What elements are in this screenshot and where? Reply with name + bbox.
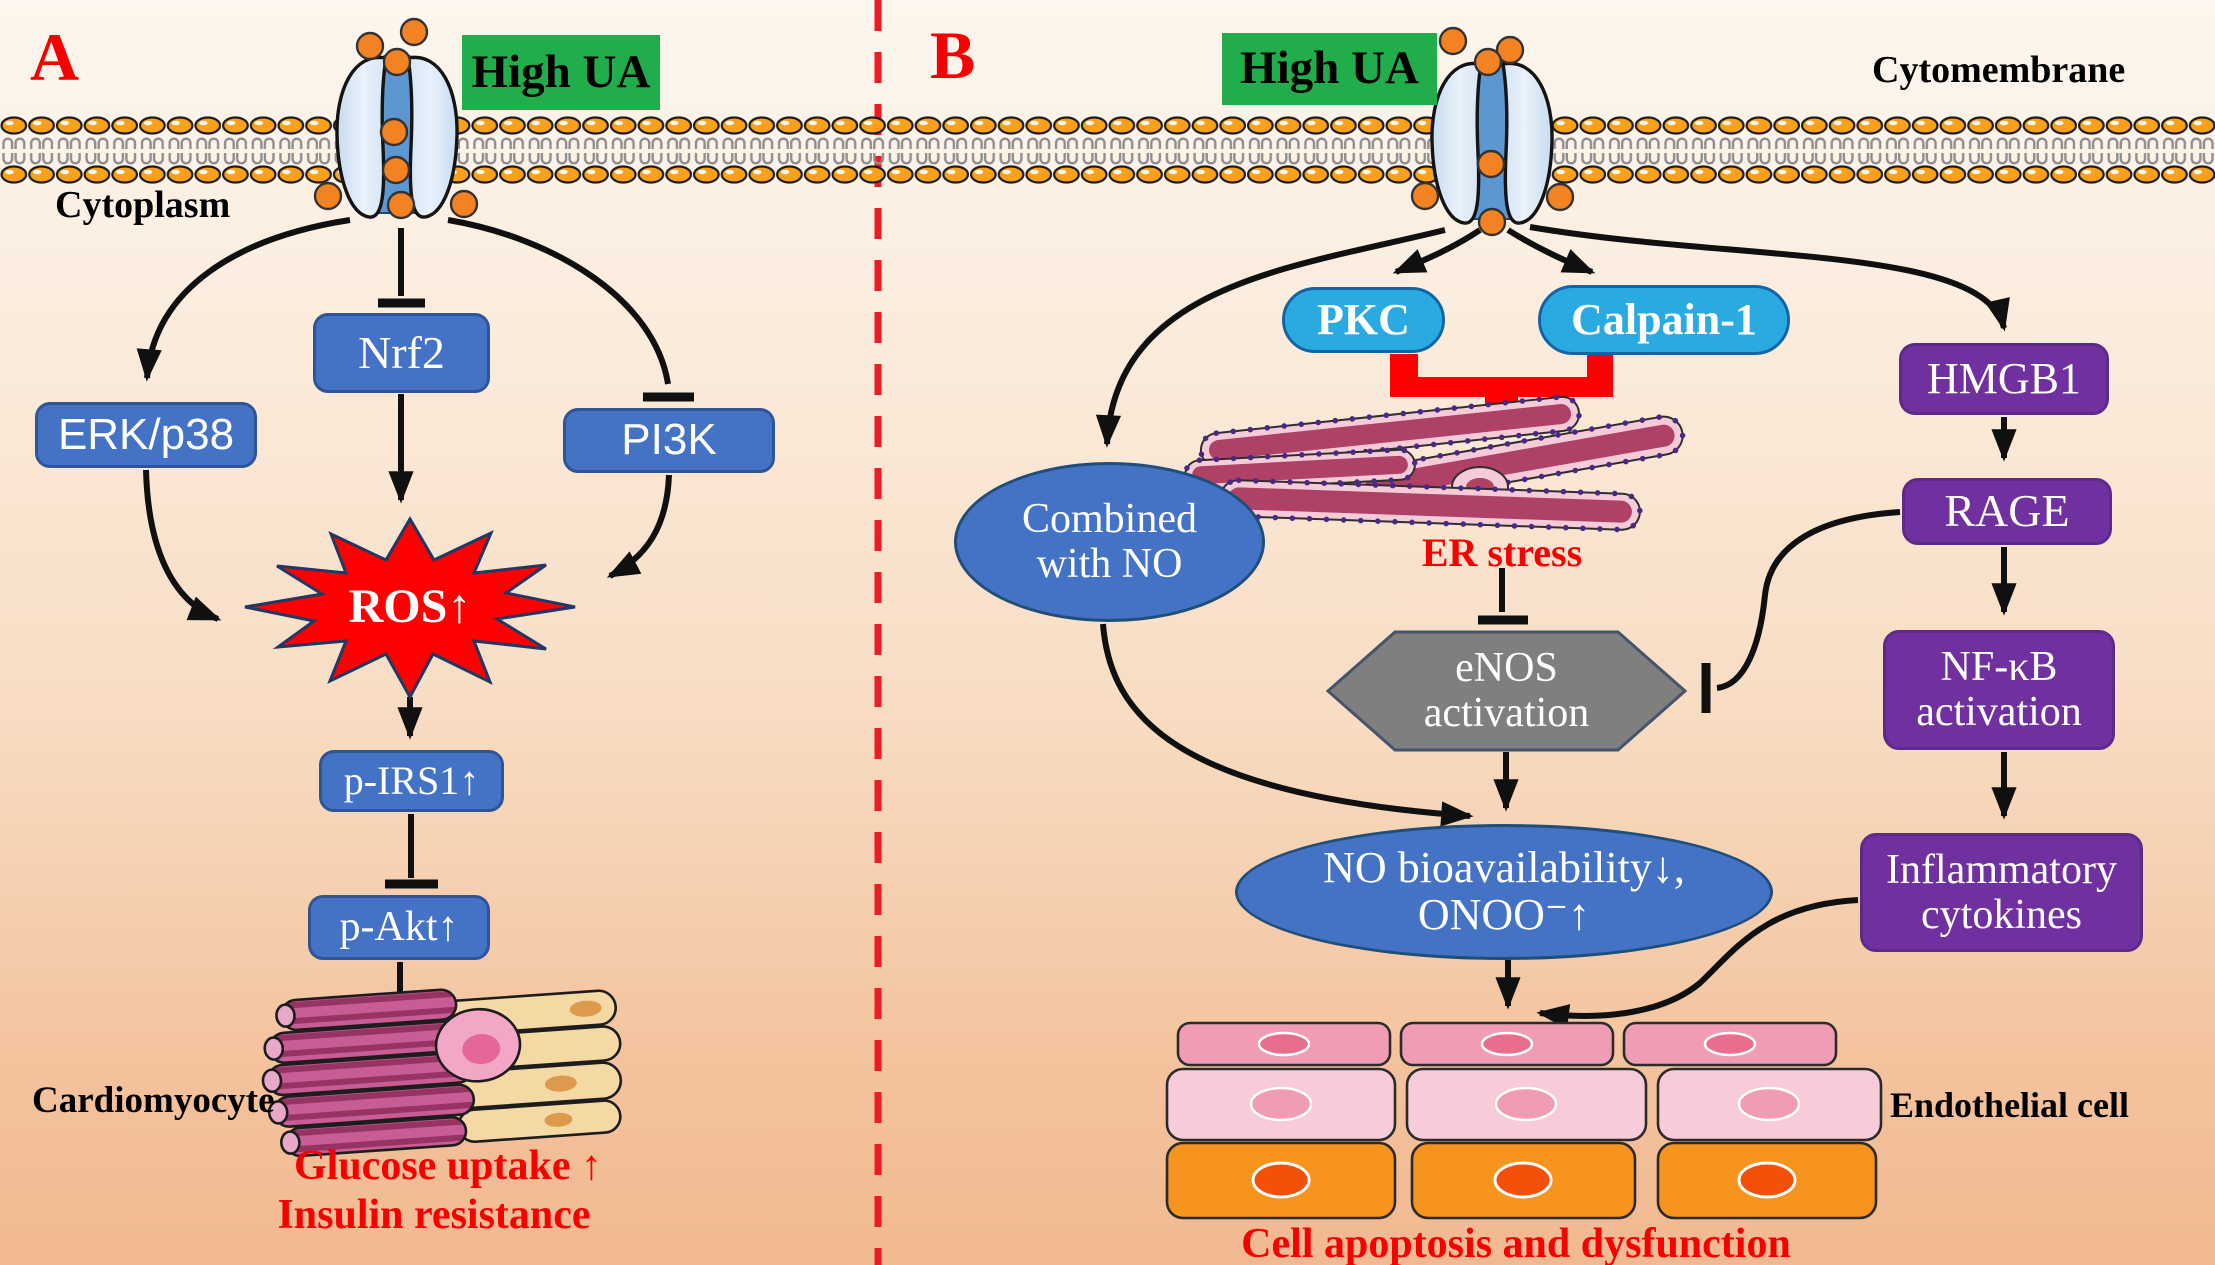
- node-calpain-1: Calpain-1: [1538, 285, 1790, 355]
- cardiomyocyte-label: Cardiomyocyte: [32, 1080, 275, 1121]
- node-p-akt: p-Akt↑: [308, 895, 490, 960]
- node-p-irs1: p-IRS1↑: [319, 750, 504, 812]
- panel-a-arrows: [136, 217, 694, 1003]
- endothelial-cells-illustration: [1165, 1021, 1883, 1220]
- ua-transporter-channel-a: [313, 17, 479, 220]
- panel-b-arrows: [1095, 224, 2017, 1030]
- node-pkc: PKC: [1282, 287, 1445, 353]
- lipid-bilayer-membrane: [0, 116, 2215, 184]
- high-ua-label-b: High UA: [1222, 33, 1437, 105]
- node-erk-p38: ERK/p38: [35, 402, 257, 468]
- cytomembrane-label: Cytomembrane: [1872, 49, 2126, 91]
- red-activation-arrow: [1390, 354, 1613, 440]
- node-no-bioavailability: NO bioavailability↓,ONOO⁻↑: [1235, 824, 1773, 960]
- ros-starburst: [244, 516, 576, 701]
- node-hmgb1: HMGB1: [1899, 343, 2109, 415]
- enos-hexagon: [1325, 630, 1688, 752]
- glucose-uptake-label: Glucose uptake ↑: [293, 1143, 603, 1189]
- cytoplasm-label: Cytoplasm: [55, 184, 231, 226]
- node-rage: RAGE: [1902, 478, 2112, 545]
- panel-b-letter: B: [930, 17, 976, 93]
- endoplasmic-reticulum-illustration: [1182, 394, 1686, 533]
- cell-apoptosis-label: Cell apoptosis and dysfunction: [1241, 1221, 1791, 1265]
- panel-a-letter: A: [30, 19, 80, 95]
- node-pi3k: PI3K: [563, 408, 775, 473]
- insulin-resistance-label: Insulin resistance: [277, 1192, 591, 1238]
- endothelial-cell-label: Endothelial cell: [1890, 1085, 2130, 1125]
- cardiomyocyte-illustration: [261, 988, 623, 1158]
- er-stress-label: ER stress: [1421, 530, 1583, 575]
- ua-transporter-channel-b: [1410, 26, 1575, 237]
- ros-label: ROS↑: [348, 579, 472, 633]
- node-nrf2: Nrf2: [313, 313, 490, 393]
- high-ua-label-a: High UA: [462, 35, 660, 110]
